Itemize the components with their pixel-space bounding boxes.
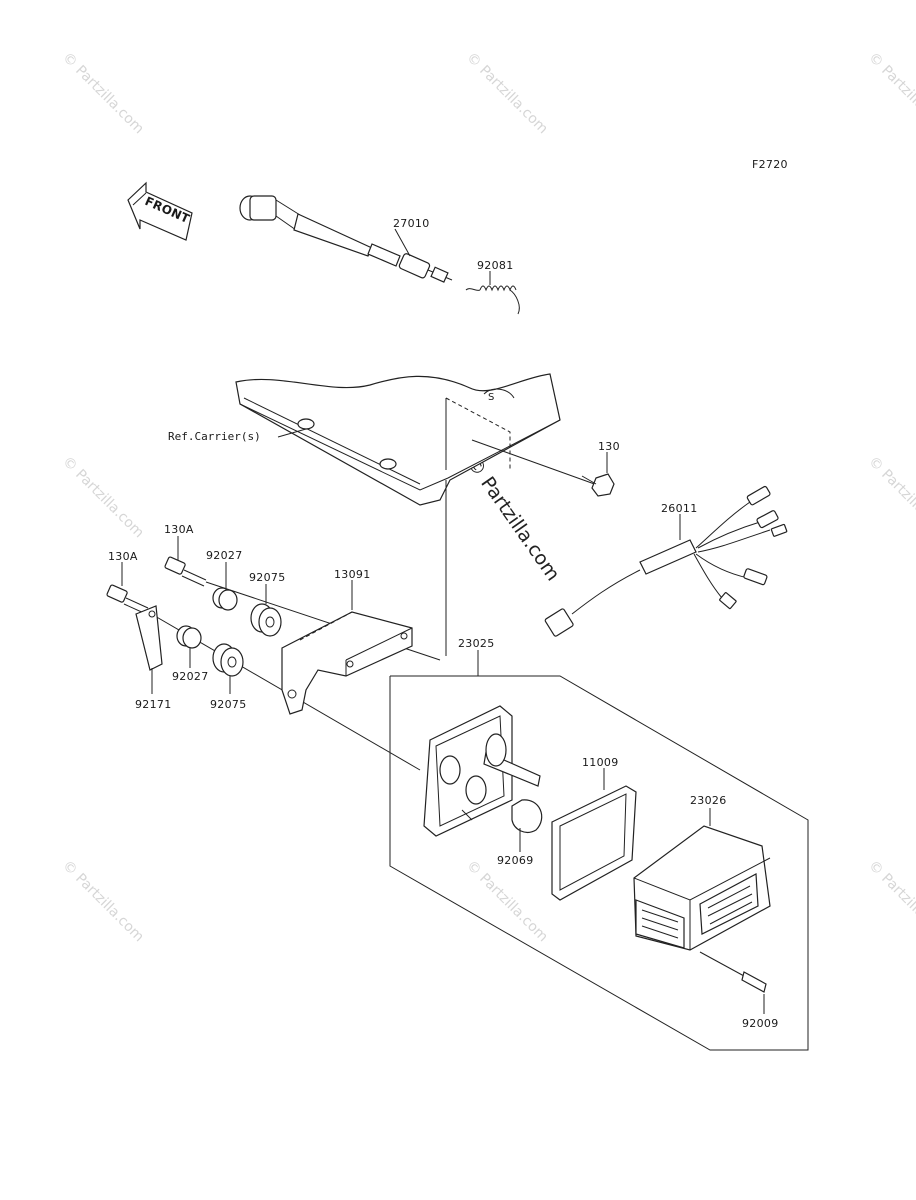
part-92081: 92081 — [477, 259, 514, 272]
guide-line-130 — [471, 439, 601, 487]
part-11009: 11009 — [582, 756, 619, 769]
carrier-reference: S — [235, 373, 561, 506]
grommet-92075-upper — [250, 603, 282, 637]
part-27010: 27010 — [393, 217, 430, 230]
bolt-130 — [581, 473, 615, 497]
part-13091: 13091 — [334, 568, 371, 581]
lamp-base — [423, 705, 541, 837]
bolt-130a-upper — [164, 556, 207, 587]
collar-92027-upper — [212, 587, 238, 611]
part-23025: 23025 — [458, 637, 495, 650]
screw-92009 — [699, 951, 767, 993]
part-130a-upper: 130A — [164, 523, 194, 536]
watermark: © Partzilla.com — [59, 454, 147, 542]
watermark: © Partzilla.com — [865, 858, 916, 946]
switch-27010 — [239, 195, 453, 283]
bracket-13091 — [281, 611, 413, 715]
part-92069: 92069 — [497, 854, 534, 867]
part-23026: 23026 — [690, 794, 727, 807]
watermark: © Partzilla.com — [463, 50, 551, 138]
part-92027-upper: 92027 — [206, 549, 243, 562]
watermark: © Partzilla.com — [59, 858, 147, 946]
bolt-130a-lower — [106, 584, 149, 615]
leader-ref-carrier — [277, 428, 307, 438]
part-92075-lower: 92075 — [210, 698, 247, 711]
part-92171: 92171 — [135, 698, 172, 711]
watermark-center: © Partzilla.com — [462, 452, 564, 585]
lens-23026 — [633, 825, 771, 951]
part-130a-lower: 130A — [108, 550, 138, 563]
harness-26011 — [544, 485, 788, 637]
bulb-92069 — [511, 799, 543, 833]
part-26011: 26011 — [661, 502, 698, 515]
part-130: 130 — [598, 440, 620, 453]
part-92027-lower: 92027 — [172, 670, 209, 683]
watermark: © Partzilla.com — [59, 50, 147, 138]
leader-27010 — [394, 228, 411, 257]
watermark: © Partzilla.com — [865, 50, 916, 138]
watermark: © Partzilla.com — [865, 454, 916, 542]
part-92009: 92009 — [742, 1017, 779, 1030]
grommet-92075-lower — [212, 643, 244, 677]
watermark: © Partzilla.com — [463, 858, 551, 946]
front-arrow-icon: FRONT — [127, 181, 193, 241]
diagram-code: F2720 — [752, 158, 788, 171]
collar-92027-lower — [176, 625, 202, 649]
clamp-92171 — [135, 605, 163, 671]
dashed-guide — [445, 397, 511, 470]
assembly-box-23025 — [389, 675, 809, 1051]
part-92075-upper: 92075 — [249, 571, 286, 584]
carrier-mark: S — [488, 392, 495, 403]
spring-92081 — [465, 285, 520, 315]
ref-carrier-label: Ref.Carrier(s) — [168, 430, 261, 443]
gasket-11009 — [551, 785, 637, 901]
